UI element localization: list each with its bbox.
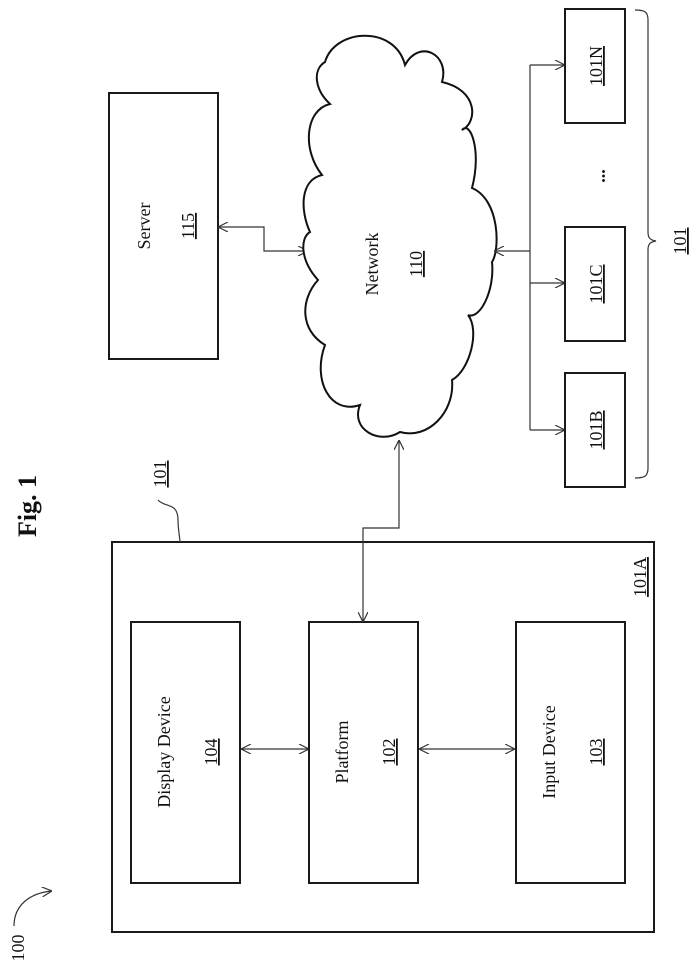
client-box-101b (564, 372, 626, 488)
client-group-brace (634, 9, 657, 479)
platform-label: Platform (332, 721, 352, 784)
display-device-label: Display Device (154, 696, 174, 807)
client-bus (494, 65, 565, 430)
platform-box (308, 621, 419, 884)
client-box-101n (564, 8, 626, 124)
network-ref: 110 (406, 251, 426, 277)
client-ref-101b: 101B (586, 410, 606, 449)
network-platform-connector (363, 440, 399, 622)
server-label: Server (134, 203, 154, 250)
platform-node[interactable]: Platform 102 (308, 621, 419, 884)
network-node[interactable]: Network 110 (302, 34, 498, 438)
network-cloud (302, 34, 498, 438)
display-device-box (130, 621, 241, 884)
display-device-node[interactable]: Display Device 104 (130, 621, 241, 884)
input-device-label: Input Device (539, 705, 559, 798)
client-group-ref: 101 (670, 228, 690, 255)
client-ref-101a: 101A (630, 557, 650, 597)
platform-ref: 102 (379, 739, 399, 766)
input-device-box (515, 621, 626, 884)
client-device-101a[interactable]: 101A (111, 541, 655, 933)
figure-title: Fig. 1 (13, 475, 42, 537)
system-ref-label: 100 (8, 935, 28, 962)
client-ref-101n: 101N (586, 46, 606, 86)
server-box (108, 92, 219, 360)
server-node[interactable]: Server 115 (108, 92, 219, 360)
client-ref-101c: 101C (586, 264, 606, 303)
server-ref: 115 (178, 213, 198, 239)
client-node-101n[interactable]: 101N (564, 8, 626, 124)
network-label: Network (362, 233, 382, 296)
client-node-101b[interactable]: 101B (564, 372, 626, 488)
input-device-node[interactable]: Input Device 103 (515, 621, 626, 884)
client-device-callout (157, 499, 181, 543)
server-network-connector (218, 227, 308, 251)
client-node-101c[interactable]: 101C (564, 226, 626, 342)
client-box-101a (111, 541, 655, 933)
input-device-ref: 103 (586, 739, 606, 766)
client-ellipsis: ... (589, 169, 609, 183)
client-device-ref: 101 (150, 461, 170, 488)
display-device-ref: 104 (201, 739, 221, 766)
system-ref-arrow (13, 891, 52, 927)
client-box-101c (564, 226, 626, 342)
